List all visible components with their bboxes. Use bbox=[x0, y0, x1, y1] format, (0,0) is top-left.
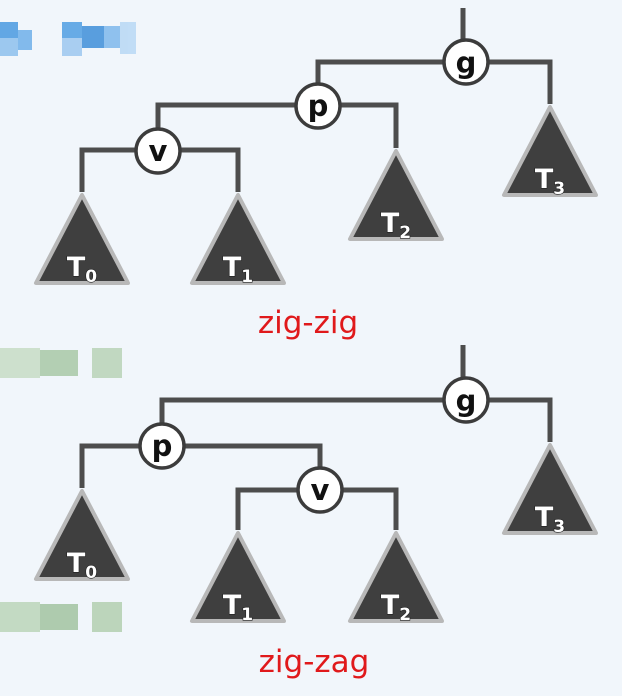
edge-g-to-t3 bbox=[489, 397, 553, 442]
node-p: p bbox=[294, 82, 342, 130]
svg-text:T2: T2 bbox=[381, 590, 411, 625]
svg-text:T1: T1 bbox=[223, 590, 253, 625]
svg-text:T3: T3 bbox=[535, 502, 565, 537]
redacted-label-middle bbox=[0, 348, 122, 378]
svg-text:T2: T2 bbox=[381, 208, 411, 243]
node-p: p bbox=[138, 422, 186, 470]
edge-g-to-t3 bbox=[489, 59, 553, 104]
svg-text:p: p bbox=[152, 429, 173, 463]
edge-v-to-t2 bbox=[342, 487, 399, 530]
redacted-label-top bbox=[0, 22, 136, 56]
node-v: v bbox=[134, 127, 182, 175]
zig-zig-diagram: T0 T1 T2 T3 g p v zig-zig bbox=[34, 8, 598, 341]
svg-text:T0: T0 bbox=[67, 252, 97, 287]
subtree-t2: T2 bbox=[348, 149, 444, 244]
svg-text:v: v bbox=[149, 134, 168, 168]
edge-g-to-p bbox=[159, 397, 443, 424]
edge-v-to-t1 bbox=[179, 147, 241, 192]
edge-p-to-t0 bbox=[79, 443, 140, 488]
edge-v-to-t1 bbox=[235, 487, 298, 530]
svg-text:T3: T3 bbox=[535, 164, 565, 199]
caption-zig-zig: zig-zig bbox=[258, 305, 358, 341]
subtree-t1: T1 bbox=[190, 193, 286, 288]
subtree-t1: T1 bbox=[190, 531, 286, 626]
node-g: g bbox=[442, 376, 490, 424]
subtree-t2: T2 bbox=[348, 531, 444, 626]
edge-p-to-v bbox=[155, 102, 297, 130]
zig-zag-diagram: T0 T1 T2 T3 g p v zig-zag bbox=[34, 345, 598, 680]
svg-text:g: g bbox=[456, 46, 477, 80]
subtree-t3: T3 bbox=[502, 105, 598, 200]
node-v: v bbox=[296, 466, 344, 514]
subtree-t0: T0 bbox=[34, 193, 130, 288]
edge-g-to-p bbox=[315, 59, 443, 88]
subtree-t3: T3 bbox=[502, 443, 598, 538]
redacted-label-bottom bbox=[0, 602, 122, 632]
subtree-t0: T0 bbox=[34, 489, 130, 584]
caption-zig-zag: zig-zag bbox=[259, 644, 370, 680]
svg-text:p: p bbox=[308, 89, 329, 123]
edge-p-to-v bbox=[184, 443, 323, 468]
svg-text:v: v bbox=[311, 473, 330, 507]
edge-p-to-t2 bbox=[339, 102, 399, 148]
edge-v-to-t0 bbox=[79, 147, 137, 192]
node-g: g bbox=[442, 38, 490, 86]
svg-text:T1: T1 bbox=[223, 252, 253, 287]
svg-text:T0: T0 bbox=[67, 548, 97, 583]
svg-text:g: g bbox=[456, 384, 477, 418]
